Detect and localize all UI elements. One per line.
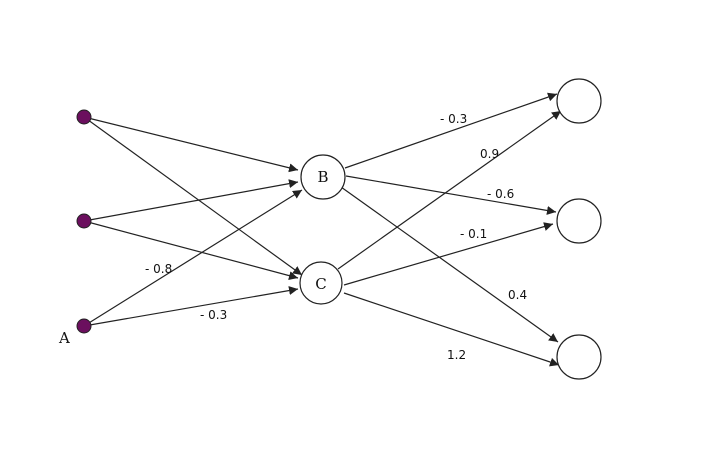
output-node-1 <box>556 78 602 124</box>
hidden-node-c-label: C <box>315 275 326 293</box>
weight-b-to-out1: - 0.3 <box>440 112 467 126</box>
edge-b-to-out2 <box>345 175 557 215</box>
edge-b-to-out1 <box>344 92 558 169</box>
weight-c-to-out2: - 0.1 <box>460 227 487 241</box>
input-node-2 <box>76 213 92 229</box>
hidden-node-b <box>300 154 346 200</box>
hidden-node-c <box>299 261 343 305</box>
weight-c-to-out3: 1.2 <box>447 348 466 362</box>
edge-a-to-b <box>83 189 303 327</box>
weight-a-to-b: - 0.8 <box>145 262 172 276</box>
output-node-3 <box>556 334 602 380</box>
hidden-node-b-label: B <box>317 168 328 186</box>
edge-a-to-c <box>83 286 299 327</box>
edge-c-to-out3 <box>343 292 560 367</box>
edge-b-to-out3 <box>340 186 559 343</box>
edge-input1-to-c <box>83 116 303 276</box>
weight-b-to-out2: - 0.6 <box>487 187 514 201</box>
output-node-2 <box>556 198 602 244</box>
edge-input2-to-b <box>83 179 299 222</box>
edge-input1-to-b <box>83 116 299 173</box>
input-node-a-label: A <box>58 329 70 347</box>
edge-input2-to-c <box>83 220 299 281</box>
input-node-a <box>76 318 92 334</box>
input-node-1 <box>76 109 92 125</box>
weight-c-to-out1: 0.9 <box>480 147 499 161</box>
edge-c-to-out2 <box>343 222 554 286</box>
weight-b-to-out3: 0.4 <box>508 288 527 302</box>
weight-a-to-c: - 0.3 <box>200 308 227 322</box>
edge-c-to-out1 <box>337 110 562 270</box>
